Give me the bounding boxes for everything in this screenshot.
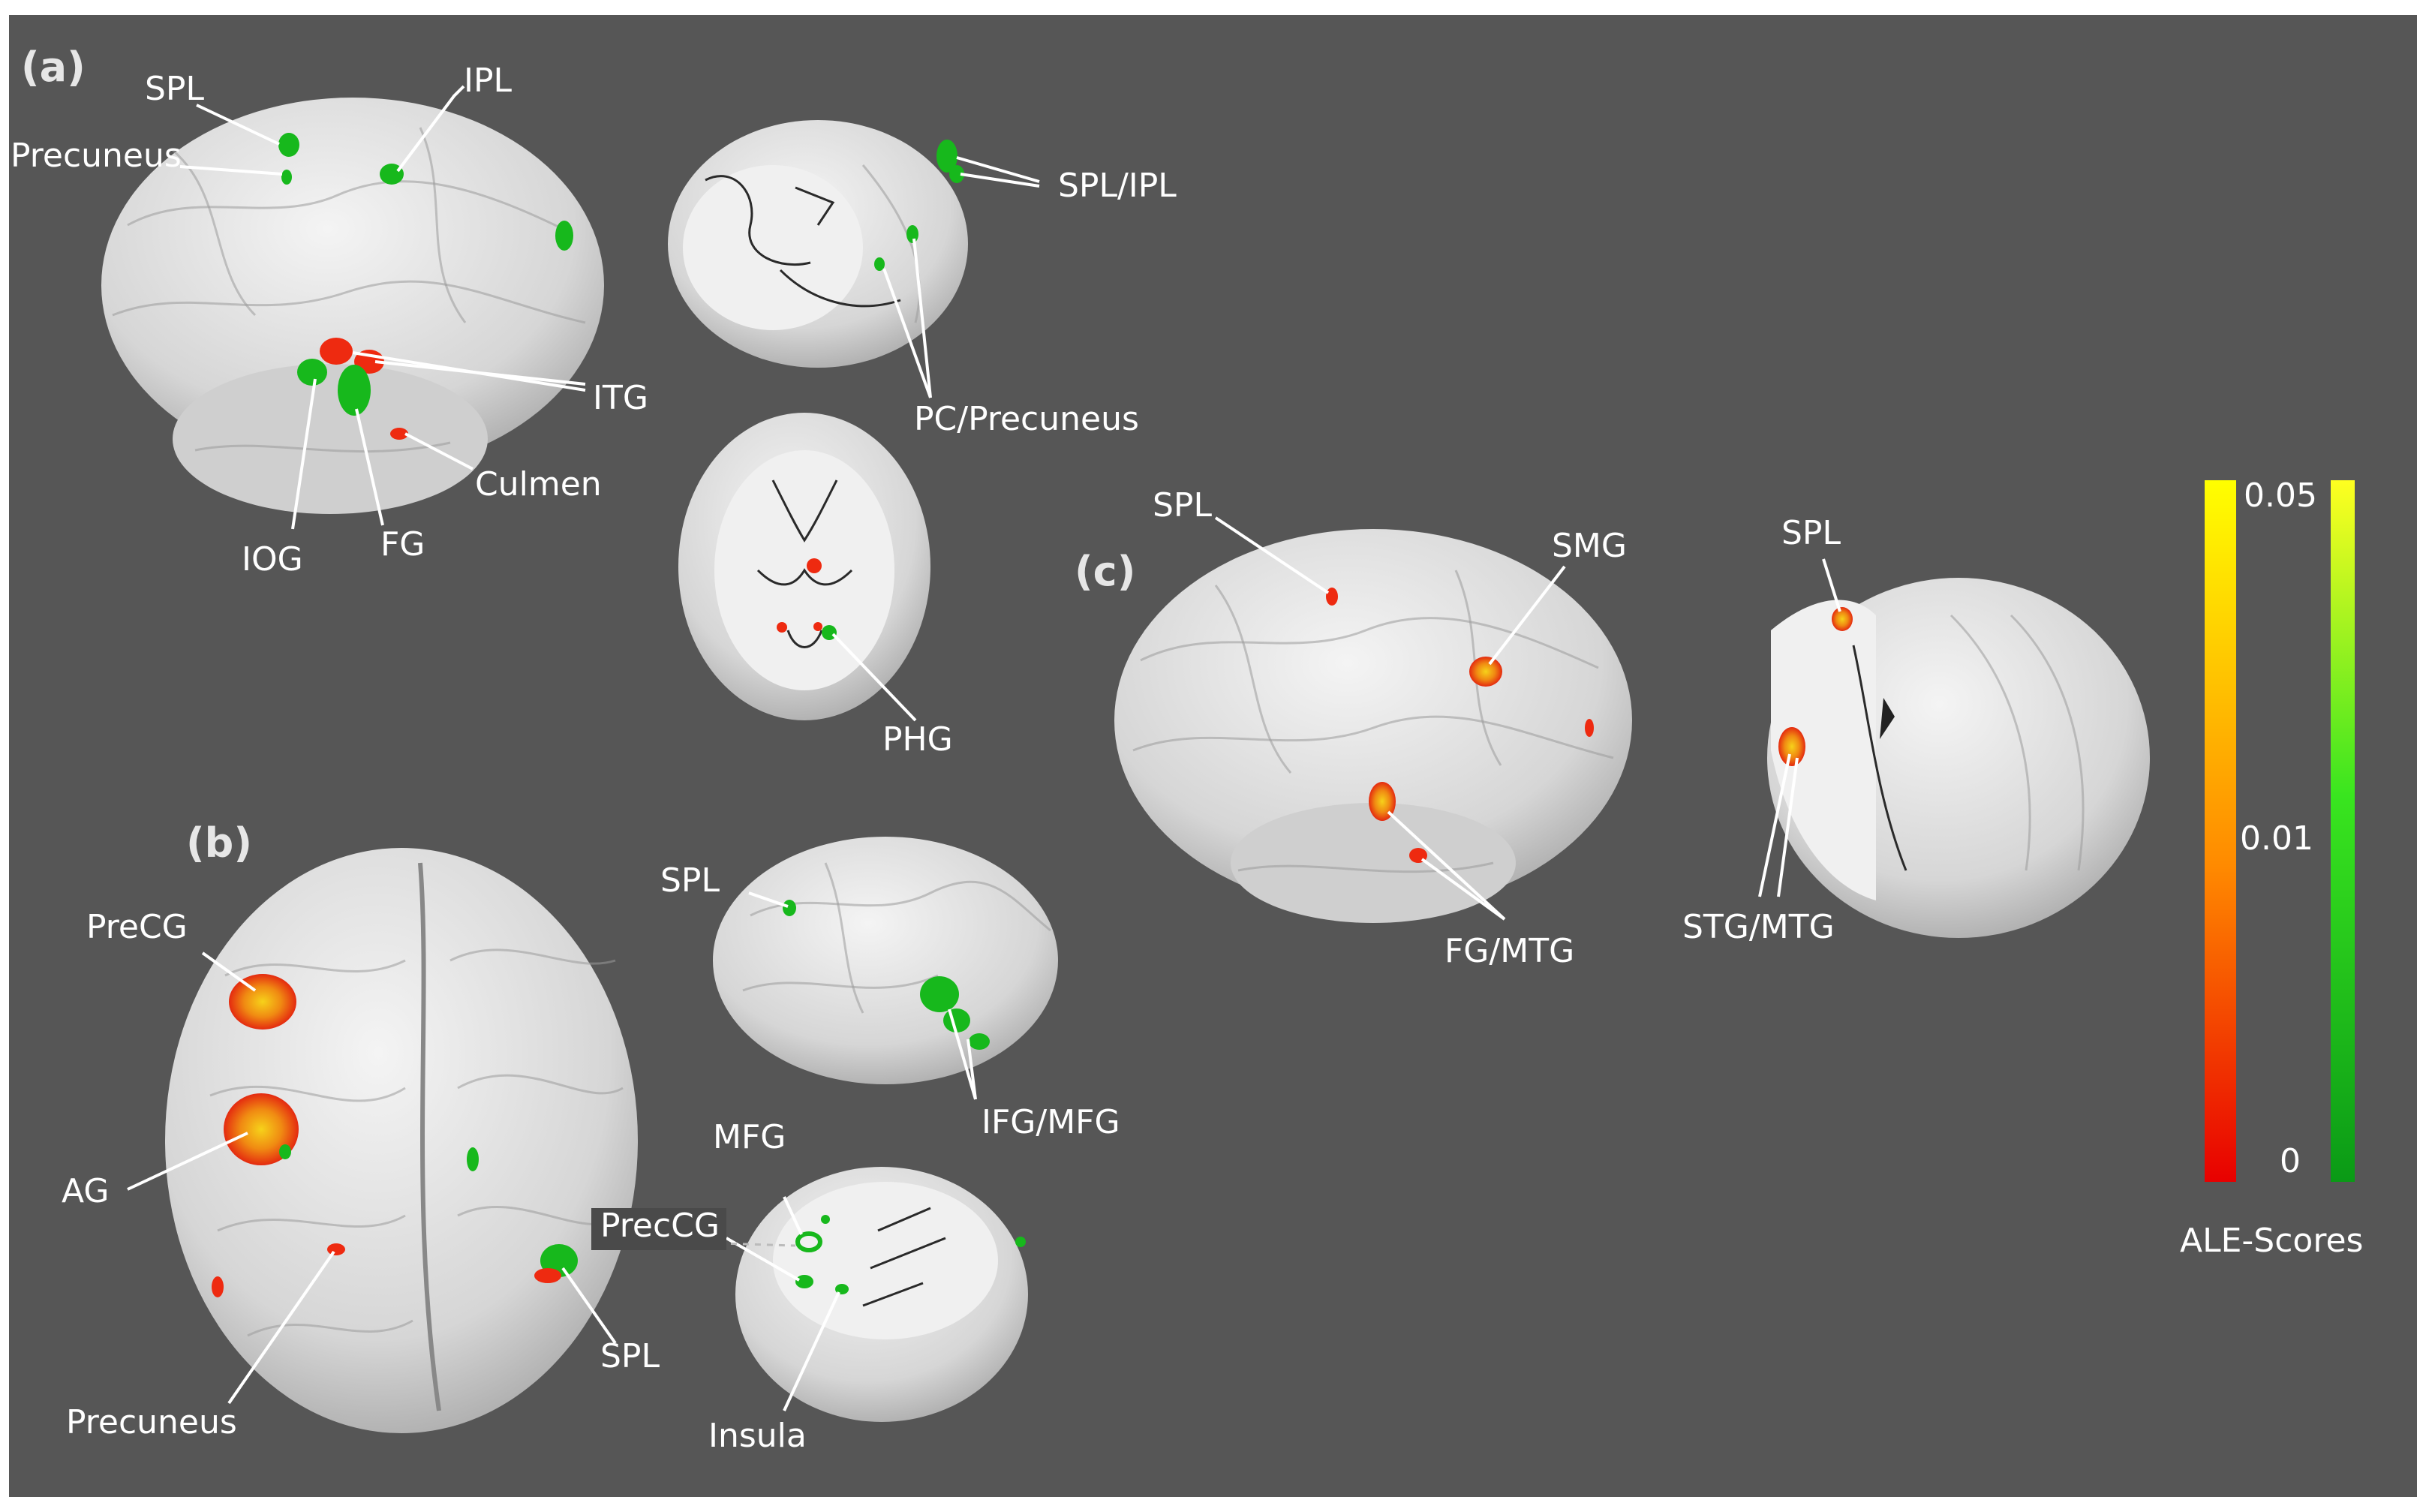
label-a-culmen: Culmen xyxy=(475,465,602,503)
brain-b-lateral xyxy=(713,837,1058,1084)
colorbar-tick-mid: 0.01 xyxy=(2240,819,2313,858)
label-b-preccg-box xyxy=(591,1208,726,1250)
label-b-ifg-mfg: IFG/MFG xyxy=(982,1103,1120,1141)
label-b-precg: PreCG xyxy=(86,908,188,946)
blob-a-fg xyxy=(338,365,371,416)
blob-b-edge-red xyxy=(212,1276,224,1297)
blob-a-itg-red xyxy=(320,338,353,365)
blob-a-pc-2 xyxy=(874,257,885,271)
label-b-spl-dorsal: SPL xyxy=(600,1337,660,1375)
label-a-pc-precuneus: PC/Precuneus xyxy=(914,400,1139,438)
blob-a-pc-1 xyxy=(906,225,918,243)
brain-b-dorsal xyxy=(165,848,638,1433)
colorbar-hot xyxy=(2205,480,2236,1182)
label-a-fg: FG xyxy=(380,525,425,564)
label-b-spl-lateral: SPL xyxy=(660,861,720,900)
blob-a-phg-red2 xyxy=(813,622,822,631)
label-b-ag: AG xyxy=(62,1172,109,1210)
blob-b-ag-green xyxy=(279,1144,291,1159)
blob-b-ifg-mfg-1 xyxy=(920,976,959,1012)
colorbar-tick-bottom: 0 xyxy=(2280,1142,2301,1180)
blob-b-ifg-mfg-3 xyxy=(969,1033,990,1050)
blob-a-spl xyxy=(278,133,299,157)
brain-a-axial xyxy=(678,413,930,720)
colorbar-green xyxy=(2331,480,2355,1182)
label-a-ipl: IPL xyxy=(464,62,513,100)
brain-b-cut xyxy=(735,1167,1028,1422)
label-c-spl-cut: SPL xyxy=(1781,514,1841,552)
panel-b-letter: (b) xyxy=(186,819,252,867)
blob-a-thalamus xyxy=(807,558,822,573)
blob-b-ifg-mfg-2 xyxy=(943,1009,970,1033)
blob-c-spl xyxy=(1326,588,1338,606)
blob-a-iog xyxy=(297,359,327,386)
label-c-fg-mtg: FG/MTG xyxy=(1444,932,1574,970)
label-a-spl-ipl: SPL/IPL xyxy=(1058,167,1177,205)
brain-a-coronal xyxy=(668,120,968,368)
blob-c-stg-mtg xyxy=(1778,727,1805,766)
label-b-preccg: PrecCG xyxy=(600,1207,720,1245)
panel-c-letter: (c) xyxy=(1075,548,1135,595)
panel-c: (c) xyxy=(1075,486,2150,970)
panel-a-letter: (a) xyxy=(21,44,86,91)
blob-b-mfg xyxy=(795,1231,822,1252)
blob-b-cut-top xyxy=(821,1215,830,1224)
colorbar-group: 0.05 0.01 0 ALE-Scores xyxy=(2180,476,2363,1260)
label-a-precuneus: Precuneus xyxy=(11,137,182,175)
panel-a: (a) xyxy=(11,44,1177,759)
label-c-smg: SMG xyxy=(1552,527,1627,565)
label-a-spl: SPL xyxy=(145,70,204,108)
blob-a-culmen xyxy=(390,428,408,440)
blob-c-occipital xyxy=(1585,719,1594,737)
label-c-stg-mtg: STG/MTG xyxy=(1682,908,1835,946)
blob-c-smg xyxy=(1469,657,1502,687)
blob-b-spl-red xyxy=(534,1268,561,1283)
label-b-insula: Insula xyxy=(708,1417,807,1455)
label-a-itg: ITG xyxy=(593,379,648,417)
label-b-precuneus: Precuneus xyxy=(66,1403,237,1441)
blob-a-occipital xyxy=(555,221,573,251)
blob-b-precuneus xyxy=(327,1243,345,1255)
label-c-spl-lateral: SPL xyxy=(1153,486,1212,525)
blob-a-spl-ipl-1 xyxy=(936,140,957,173)
blob-b-edge-green xyxy=(1015,1237,1026,1247)
blob-b-insula xyxy=(835,1284,849,1294)
blob-a-phg-green xyxy=(822,625,837,640)
brain-a-lateral xyxy=(101,98,604,514)
label-a-iog: IOG xyxy=(242,540,303,579)
blob-a-phg-red xyxy=(777,622,787,633)
blob-b-mid-green xyxy=(467,1147,479,1171)
blob-c-cut-spl xyxy=(1832,607,1853,631)
panel-b: (b) xyxy=(62,819,1120,1455)
label-a-phg: PHG xyxy=(882,720,953,759)
blob-b-preccg xyxy=(795,1275,813,1288)
blob-b-precg xyxy=(229,974,296,1030)
colorbar-tick-top: 0.05 xyxy=(2244,476,2317,515)
blob-a-spl-ipl-2 xyxy=(949,165,964,183)
blob-a-precuneus xyxy=(281,170,292,185)
brain-c-cut xyxy=(1767,578,2150,938)
colorbar-title: ALE-Scores xyxy=(2180,1222,2363,1260)
blob-b-lat-spl xyxy=(783,900,796,916)
blob-b-ag xyxy=(224,1093,299,1165)
brain-c-lateral xyxy=(1114,529,1632,923)
label-b-mfg: MFG xyxy=(713,1118,786,1156)
